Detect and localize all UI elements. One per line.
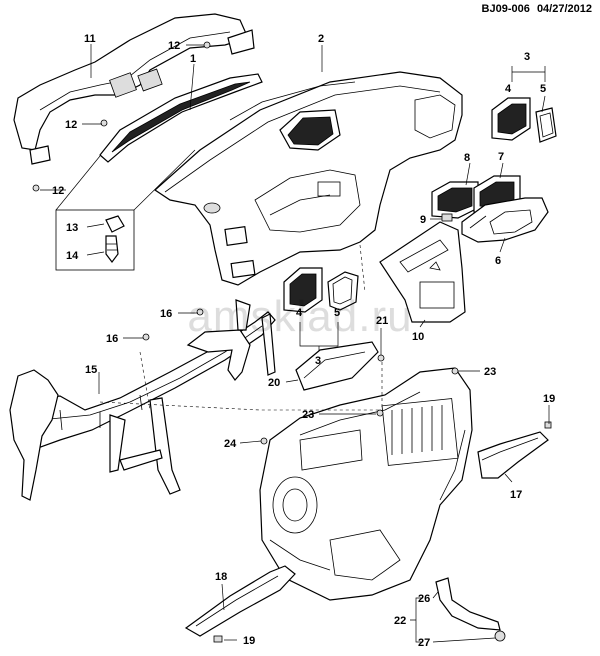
part-2-instrument-panel: [154, 71, 463, 286]
part-4-side-vent-right: [491, 97, 531, 141]
callout-2: 2: [318, 33, 324, 45]
part-23-clip-a: [451, 367, 459, 375]
diagram-date: 04/27/2012: [536, 3, 592, 15]
part-5-vent-bezel-right: [535, 107, 557, 143]
part-12-screw-b: [100, 119, 108, 127]
callout-21: 21: [376, 315, 388, 327]
callout-19-a: 19: [543, 393, 555, 405]
callout-23-b: 23: [302, 409, 314, 421]
callout-12-c: 12: [52, 185, 64, 197]
diagram-header: BJ09-006 04/27/2012: [478, 3, 592, 15]
callout-5-mid: 5: [334, 307, 340, 319]
part-16-bolt-b: [142, 333, 150, 341]
part-17-rear-duct: [477, 421, 552, 479]
callout-5-top: 5: [540, 83, 546, 95]
fastener-detail-box: [55, 209, 135, 271]
callout-26: 26: [418, 593, 430, 605]
callout-4-mid: 4: [296, 307, 303, 319]
part-12-screw-a: [203, 41, 211, 49]
callout-1: 1: [190, 53, 196, 65]
callout-9: 9: [420, 214, 426, 226]
diagram-code: BJ09-006: [481, 3, 530, 15]
callout-23-a: 23: [484, 366, 496, 378]
hvac-unit-assembly: [259, 367, 473, 601]
callout-20: 20: [268, 377, 280, 389]
callout-17: 17: [510, 489, 522, 501]
part-27-hose-clamp: [494, 630, 506, 642]
callout-14: 14: [66, 250, 79, 262]
part-13-clip: [105, 215, 125, 233]
callout-12-b: 12: [65, 119, 77, 131]
part-26-hose: [435, 577, 501, 631]
callout-22: 22: [394, 615, 406, 627]
callout-19-b: 19: [243, 635, 255, 647]
part-8-center-vent-left: [431, 181, 479, 219]
callout-18: 18: [215, 571, 227, 583]
callout-12-a: 12: [168, 40, 180, 52]
callout-3-mid: 3: [315, 355, 321, 367]
part-12-screw-c: [32, 184, 40, 192]
part-11-air-duct: [13, 13, 255, 165]
callout-13: 13: [66, 222, 78, 234]
callout-11: 11: [84, 33, 96, 45]
part-20-duct: [295, 341, 379, 391]
callout-27: 27: [418, 637, 430, 649]
part-4-side-vent-left: [283, 267, 323, 313]
leader-lines: [40, 44, 550, 643]
part-5-vent-bezel-left: [327, 271, 359, 311]
callout-24: 24: [224, 438, 237, 450]
part-21-clip: [377, 354, 385, 362]
part-9-clip: [441, 213, 453, 222]
part-10-console-bezel: [379, 221, 466, 323]
callout-15: 15: [85, 364, 97, 376]
callout-7: 7: [498, 151, 504, 163]
part-15-cross-car-beam: [9, 299, 276, 501]
part-1-defroster-grille: [99, 73, 263, 163]
part-6-center-bezel: [461, 197, 549, 243]
callout-6: 6: [495, 255, 501, 267]
part-23-clip-b: [376, 409, 384, 417]
part-14-clip: [105, 235, 119, 263]
callout-3-top: 3: [524, 51, 530, 63]
callout-10: 10: [412, 331, 424, 343]
callout-4-top: 4: [505, 83, 512, 95]
part-18-floor-duct: [184, 565, 296, 643]
callout-16-a: 16: [160, 308, 172, 320]
callout-8: 8: [464, 152, 470, 164]
part-24-plug: [260, 437, 268, 445]
callout-16-b: 16: [106, 333, 118, 345]
part-16-bolt-a: [196, 308, 204, 316]
